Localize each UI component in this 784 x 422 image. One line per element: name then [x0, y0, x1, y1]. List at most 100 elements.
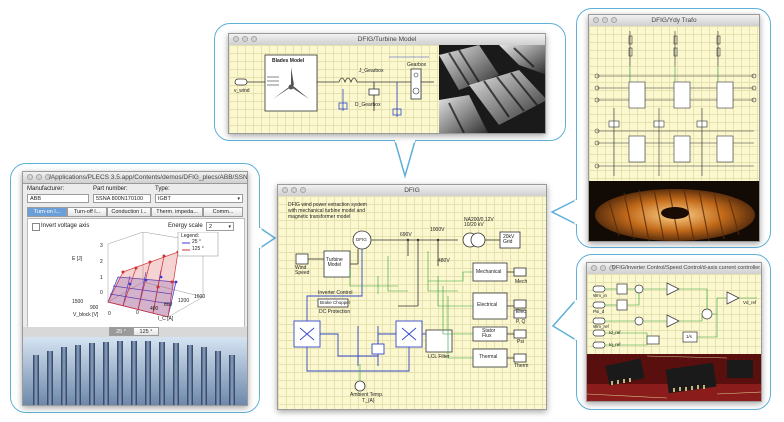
x-tick-1600: 1600: [194, 294, 206, 300]
description-line-3: magnetic transformer model: [288, 214, 351, 220]
scope-thermal-label: Thermal: [479, 354, 498, 360]
z-tick-3: 3: [100, 243, 103, 249]
x-tick-800: 800: [164, 302, 173, 308]
type-select[interactable]: IGBT ▾: [155, 194, 243, 203]
x-axis-label: I_C [A]: [158, 316, 174, 322]
title-bar[interactable]: /Applications/PLECS 3.5.app/Contents/dem…: [23, 172, 247, 184]
z-tick-2: 2: [100, 259, 103, 265]
temp-25-button[interactable]: 25 °: [109, 327, 133, 336]
window-title: DFIG/Turbine Model: [357, 36, 417, 43]
close-button[interactable]: [593, 17, 599, 23]
input-label-2: Psi_d: [593, 309, 605, 314]
loss-surface-plot[interactable]: [28, 232, 244, 327]
input-label-5: Iq_ref: [609, 342, 621, 347]
minimize-button[interactable]: [36, 174, 42, 180]
scope-sub-therm: Therm: [514, 363, 529, 369]
j-gearbox-label: J_Gearbox: [359, 68, 384, 74]
tab-turn-on-loss[interactable]: Turn-on l...: [27, 207, 67, 217]
controller-schematic: [592, 282, 757, 349]
brake-chopper-label: Brake Chopper: [320, 300, 351, 305]
tab-thermal-impedance[interactable]: Therm. impeda...: [151, 207, 203, 217]
description-line-1: DFIG wind power extraction system: [288, 202, 367, 208]
minimize-button[interactable]: [600, 265, 606, 271]
schematic-canvas[interactable]: Wm_in Psi_d Wm_ref Id_ref Iq_ref Vd_ref …: [587, 274, 761, 354]
tab-comment[interactable]: Comm...: [203, 207, 243, 217]
coil-photo: [589, 181, 759, 241]
circuit-board-photo: [587, 354, 761, 401]
scope-stator-flux-label: Stator Flux: [482, 328, 496, 339]
close-button[interactable]: [233, 36, 239, 42]
invert-voltage-checkbox[interactable]: [32, 223, 40, 231]
x-tick-0: 0: [136, 310, 139, 316]
voltage-480-label: 480V: [438, 258, 450, 264]
minimize-button[interactable]: [291, 187, 297, 193]
schematic-canvas[interactable]: v_wind Blades Model J_Gearbox D_Gearbox …: [229, 45, 439, 133]
scope-sub-psi: Psi: [517, 339, 524, 345]
x-tick-400: 400: [150, 306, 159, 312]
zoom-button[interactable]: [611, 17, 617, 23]
gear-photo: [439, 45, 545, 133]
close-button[interactable]: [27, 174, 33, 180]
thermal-editor-window: /Applications/PLECS 3.5.app/Contents/dem…: [22, 171, 248, 406]
temp-125-button[interactable]: 125 °: [133, 327, 159, 336]
scope-sub-mech: Mech: [515, 279, 528, 285]
z-tick-0: 0: [100, 290, 103, 296]
output-label: Vd_ref: [743, 300, 757, 305]
type-label: Type:: [155, 186, 170, 192]
invert-voltage-label: Invert voltage axis: [41, 223, 90, 229]
close-button[interactable]: [282, 187, 288, 193]
voltage-690-label: 690V: [400, 232, 412, 238]
gearbox-label: Gearbox: [407, 62, 427, 68]
zoom-button[interactable]: [45, 174, 51, 180]
manufacturer-field[interactable]: ABB: [27, 194, 89, 203]
turbine-model-window: DFIG/Turbine Model: [228, 33, 546, 134]
energy-scale-select[interactable]: 2 ▾: [206, 222, 234, 231]
blades-model-label: Blades Model: [272, 58, 305, 64]
scope-mechanical-label: Mechanical: [476, 269, 502, 275]
zoom-button[interactable]: [609, 265, 615, 271]
minimize-button[interactable]: [242, 36, 248, 42]
turbine-model-label: Turbine Model: [326, 257, 343, 268]
d-gearbox-label: D_Gearbox: [355, 102, 381, 108]
zoom-button[interactable]: [251, 36, 257, 42]
type-value: IGBT: [158, 196, 171, 202]
minimize-button[interactable]: [602, 17, 608, 23]
loss-panel: Invert voltage axis Energy scale 2 ▾: [27, 218, 245, 328]
lcl-filter-label: LCL Filter: [428, 354, 450, 360]
close-button[interactable]: [591, 265, 597, 271]
z-axis-label: E [J]: [72, 256, 83, 262]
v-wind-label: v_wind: [234, 88, 250, 94]
turbine-schematic: [234, 54, 434, 117]
trafo-window: DFIG/Ydy Trafo: [588, 14, 760, 242]
input-label-3: Wm_ref: [593, 324, 609, 329]
dc-protection-label: DC Protection: [319, 309, 351, 315]
window-title: /Applications/PLECS 3.5.app/Contents/dem…: [49, 174, 247, 181]
energy-scale-label: Energy scale: [168, 223, 203, 229]
window-title: DFIG/Ydy Trafo: [651, 17, 697, 24]
trafo-schematic: [594, 31, 757, 176]
y-tick-900: 900: [90, 305, 99, 311]
window-title: DFIG/Inverter Control/Speed Control/d-ax…: [611, 265, 761, 271]
y-tick-1500: 1500: [72, 299, 84, 305]
scope-electrical-label: Electrical: [477, 302, 498, 308]
grid-label: 20kV Grid: [503, 234, 515, 245]
inverter-control-window: DFIG/Inverter Control/Speed Control/d-ax…: [586, 262, 762, 402]
y-tick-0: 0: [108, 311, 111, 317]
tab-turn-off-loss[interactable]: Turn-off l...: [67, 207, 107, 217]
schematic-canvas[interactable]: DFIG wind power extraction system with m…: [278, 196, 546, 409]
zoom-button[interactable]: [300, 187, 306, 193]
input-label-4: Id_ref: [609, 330, 621, 335]
part-number-field[interactable]: 5SNA 800N170100: [93, 194, 151, 203]
description-line-2: with mechanical turbine model and: [288, 208, 365, 214]
dfig-schematic: [293, 230, 527, 392]
x-tick-1200: 1200: [178, 298, 190, 304]
schematic-canvas[interactable]: [589, 26, 759, 181]
tab-conduction-loss[interactable]: Conduction l...: [107, 207, 151, 217]
chevron-down-icon: ▾: [237, 196, 240, 202]
heatsink-photo: [23, 337, 247, 405]
input-label-1: Wm_in: [593, 293, 608, 298]
wind-speed-label: Wind Speed: [295, 265, 310, 276]
ambient-temp-value: T_{A}: [362, 398, 375, 404]
legend-item-25: 25 °: [192, 239, 201, 245]
